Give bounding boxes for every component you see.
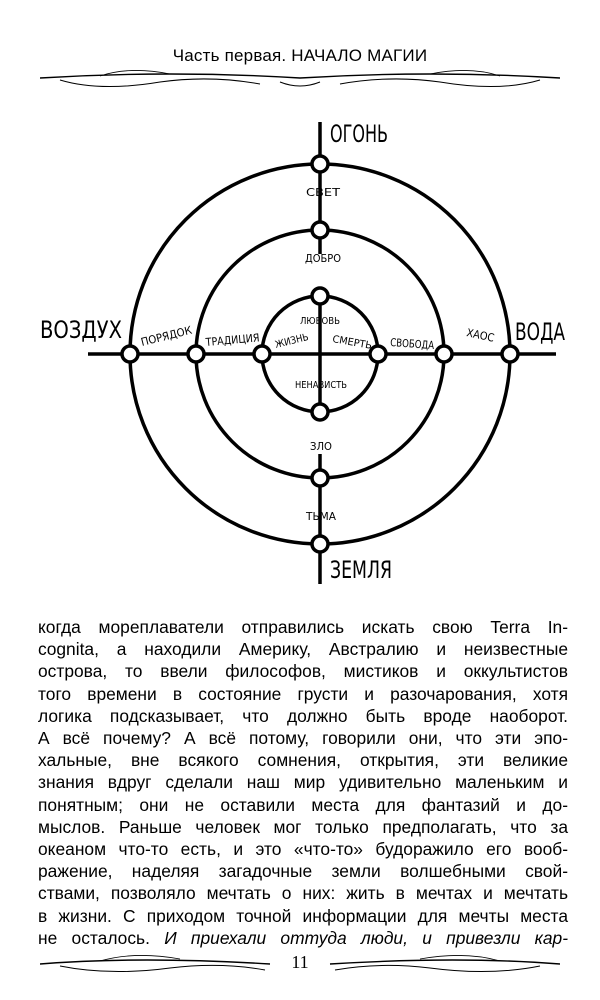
body-line: ствами, позволяло мечтать о них: жить в … [38, 883, 568, 904]
node-left-inner [252, 344, 272, 364]
header-ornament [40, 70, 560, 88]
node-right-middle [434, 344, 454, 364]
body-line: в жизни. С приходом точной информации дл… [38, 905, 568, 926]
body-line: океаном что-то есть, и это «что-то» будо… [38, 839, 568, 860]
label-death: СМЕРТЬ [331, 334, 372, 352]
label-tradition: ТРАДИЦИЯ [204, 331, 260, 349]
label-light: СВЕТ [306, 186, 340, 199]
node-bottom-middle [310, 468, 330, 488]
label-fire: ОГОНЬ [330, 120, 388, 148]
node-bottom-outer [310, 534, 330, 554]
body-line: cognita, а находили Америку, Австралию и… [38, 639, 568, 660]
page-number: 11 [291, 952, 309, 972]
node-left-middle [186, 344, 206, 364]
node-left-outer [120, 344, 140, 364]
body-line: знания вдруг сделали наш мир удивительно… [38, 772, 568, 793]
label-life: ЖИЗНЬ [274, 332, 310, 351]
node-right-inner [368, 344, 388, 364]
body-text: когда мореплаватели отправились искать с… [38, 616, 568, 949]
running-header: Часть первая. НАЧАЛО МАГИИ [172, 46, 428, 65]
label-good: ДОБРО [305, 252, 341, 265]
node-top-middle [310, 220, 330, 240]
body-line: логика подсказывает, что должно быть вро… [38, 705, 568, 726]
body-line: хальные, вне всякого сомнения, открытия,… [38, 750, 568, 771]
body-line: ражение, наделяя загадочные земли волшеб… [38, 861, 568, 882]
label-air: ВОЗДУХ [40, 316, 122, 344]
node-bottom-inner [310, 402, 330, 422]
label-earth: ЗЕМЛЯ [330, 556, 392, 584]
last-line-regular: не осталось. [38, 927, 165, 948]
label-love: ЛЮБОВЬ [300, 316, 340, 327]
body-line: острова, то ввели философов, мистиков и … [38, 661, 568, 682]
body-line: понятным; они не оставили места для фант… [38, 794, 568, 815]
label-evil: ЗЛО [310, 440, 332, 453]
label-freedom: СВОБОДА [390, 336, 435, 352]
footer-ornament [40, 955, 560, 973]
elements-diagram: ОГОНЬ ВОЗДУХ ВОДА ЗЕМЛЯ СВЕТ ДОБРО ЛЮБОВ… [40, 120, 565, 584]
label-hate: НЕНАВИСТЬ [295, 380, 347, 391]
body-line: А всё почему? А всё потому, говорили они… [38, 728, 568, 749]
label-order: ПОРЯДОК [140, 324, 194, 349]
body-line: когда мореплаватели отправились искать с… [38, 617, 568, 637]
node-top-inner [310, 286, 330, 306]
body-line: того времени в состояние грусти и разоча… [38, 683, 568, 704]
label-chaos: ХАОС [465, 326, 495, 345]
node-right-outer [500, 344, 520, 364]
body-last-line: не осталось. И приехали оттуда люди, и п… [38, 927, 568, 949]
node-top-outer [310, 154, 330, 174]
label-darkness: ТЬМА [305, 510, 336, 523]
label-water: ВОДА [515, 318, 565, 346]
body-line: мыслов. Раньше человек мог только предпо… [38, 816, 568, 837]
last-line-italic: И приехали оттуда люди, и привезли кар- [164, 927, 568, 948]
